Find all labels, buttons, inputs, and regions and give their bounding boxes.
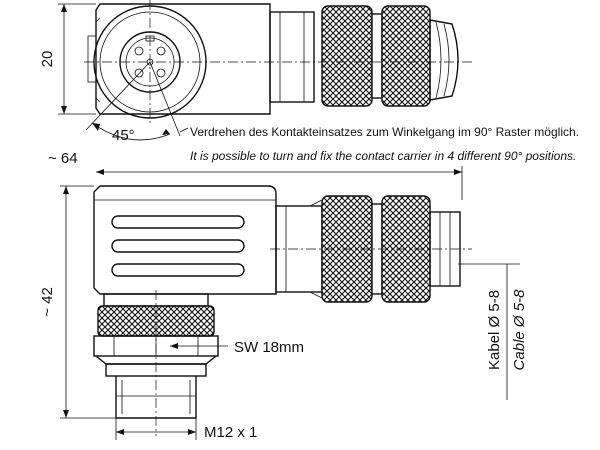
dim-height-42-label: ~ 42: [39, 287, 56, 317]
dim-thread: [115, 418, 197, 440]
dim-cable-diameter: [458, 263, 520, 400]
top-view: 20 45°: [39, 0, 472, 144]
dim-angle-45: [85, 61, 181, 141]
top-housing: [87, 3, 271, 119]
housing-rib-1: [111, 215, 245, 229]
housing-rib-3: [111, 263, 245, 277]
dim-cable-label-en: Cable Ø 5-8: [511, 289, 528, 371]
top-cable-gland: [429, 19, 459, 101]
side-view: [93, 185, 472, 436]
top-neck: [269, 11, 315, 103]
note-german: Verdrehen des Kontakteinsatzes zum Winke…: [190, 125, 579, 139]
dim-length-64: [96, 166, 463, 200]
side-neck: [275, 199, 323, 299]
dim-angle-label: 45°: [112, 127, 135, 144]
note-leader: [179, 127, 189, 133]
dim-thread-label: M12 x 1: [204, 424, 257, 441]
side-housing: [93, 185, 277, 295]
dim-wrench-leader: [170, 343, 228, 349]
dim-height-42: [60, 185, 116, 419]
note-english: It is possible to turn and fix the conta…: [190, 149, 576, 163]
dim-wrench-label: SW 18mm: [234, 339, 304, 356]
top-knurled-nut: [321, 5, 431, 107]
housing-rib-2: [111, 239, 245, 253]
dim-cable-label-de: Kabel Ø 5-8: [486, 290, 503, 370]
dim-height-20: [58, 3, 96, 115]
dim-height-20-label: 20: [39, 51, 56, 68]
dim-length-label: ~ 64: [48, 150, 78, 167]
